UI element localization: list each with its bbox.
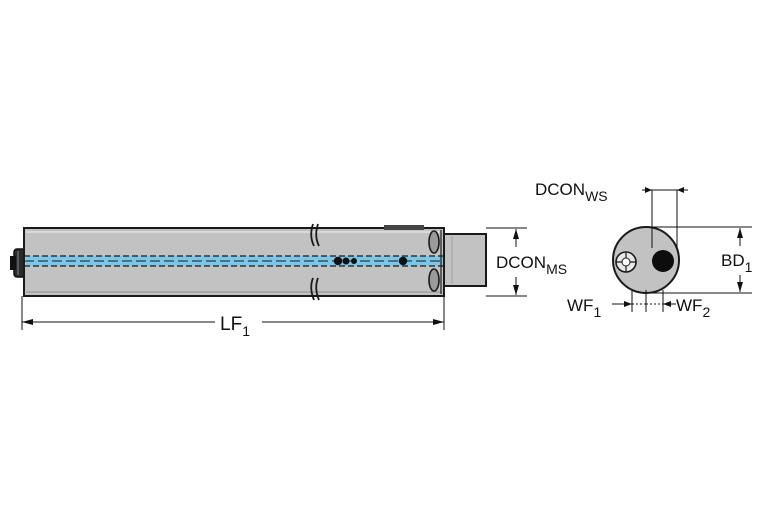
dcon-ws-dimension: DCONWS [535,180,688,248]
bd-label: BD1 [721,251,753,275]
spigot [443,233,487,287]
dcon-ms-label: DCONMS [496,253,567,277]
dcon-ws-label: DCONWS [535,180,608,204]
dcon-ms-dimension: DCONMS [486,227,567,297]
flange-grooves [428,230,442,294]
lf-label: LF1 [220,314,250,339]
coolant-channel [24,255,486,267]
lf-dimension: LF1 [21,296,445,339]
bd-dimension: BD1 [650,226,753,294]
internal-features [333,256,408,266]
wf2-label: WF2 [676,296,710,320]
wf1-label: WF1 [567,296,601,320]
wf-dimension: WF1 WF2 [567,290,710,320]
spindle-dot [652,250,674,272]
side-view: DCONMS LF1 [10,223,567,339]
break-mark [310,223,320,301]
end-view: BD1 DCONWS WF1 [535,180,753,320]
coolant-port [615,251,637,273]
